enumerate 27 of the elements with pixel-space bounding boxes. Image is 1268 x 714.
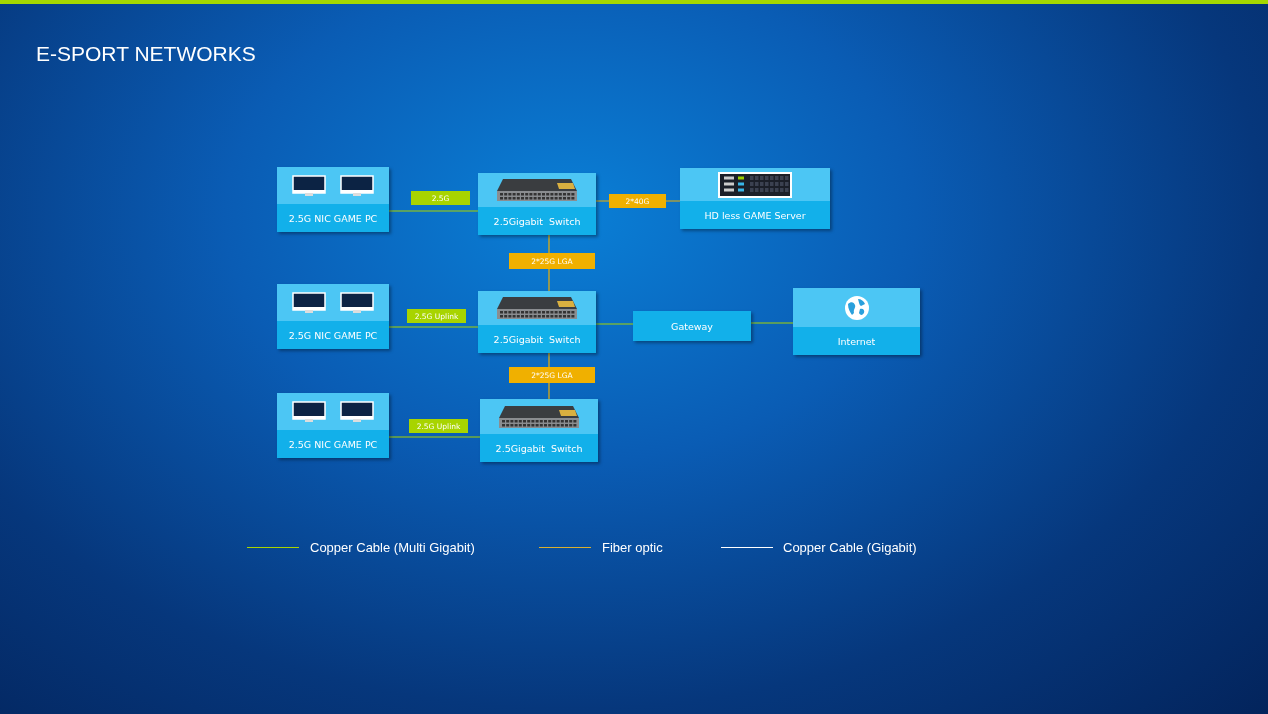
- device-label: 2.5G NIC GAME PC: [288, 212, 378, 224]
- device-box: [680, 168, 830, 229]
- slide-title: E-SPORT NETWORKS: [36, 42, 256, 66]
- device-label: 2.5G NIC GAME PC: [288, 329, 378, 341]
- device-label: 2.5G NIC GAME PC: [288, 438, 378, 450]
- device-box: [793, 288, 920, 355]
- device-box: [480, 399, 598, 462]
- device-box: [277, 284, 389, 349]
- legend-label: Copper Cable (Gigabit): [783, 540, 917, 555]
- device-label: 2.5Gigabit Switch: [493, 215, 581, 227]
- device-box: [478, 291, 596, 353]
- legend-label: Copper Cable (Multi Gigabit): [310, 540, 475, 555]
- device-label: HD less GAME Server: [704, 209, 806, 221]
- device-label: 2.5Gigabit Switch: [493, 333, 581, 345]
- legend-label: Fiber optic: [602, 540, 663, 555]
- cable-line: [388, 210, 479, 212]
- device-label: Internet: [837, 335, 876, 347]
- cable-line: [750, 322, 794, 324]
- device-box: [277, 393, 389, 458]
- device-box: [277, 167, 389, 232]
- device-box: [633, 311, 751, 341]
- device-label: Gateway: [671, 320, 713, 332]
- cable-line: [388, 436, 481, 438]
- device-box: [478, 173, 596, 235]
- cable-line: [595, 323, 634, 325]
- cable-line: [388, 326, 479, 328]
- device-label: 2.5Gigabit Switch: [495, 442, 583, 454]
